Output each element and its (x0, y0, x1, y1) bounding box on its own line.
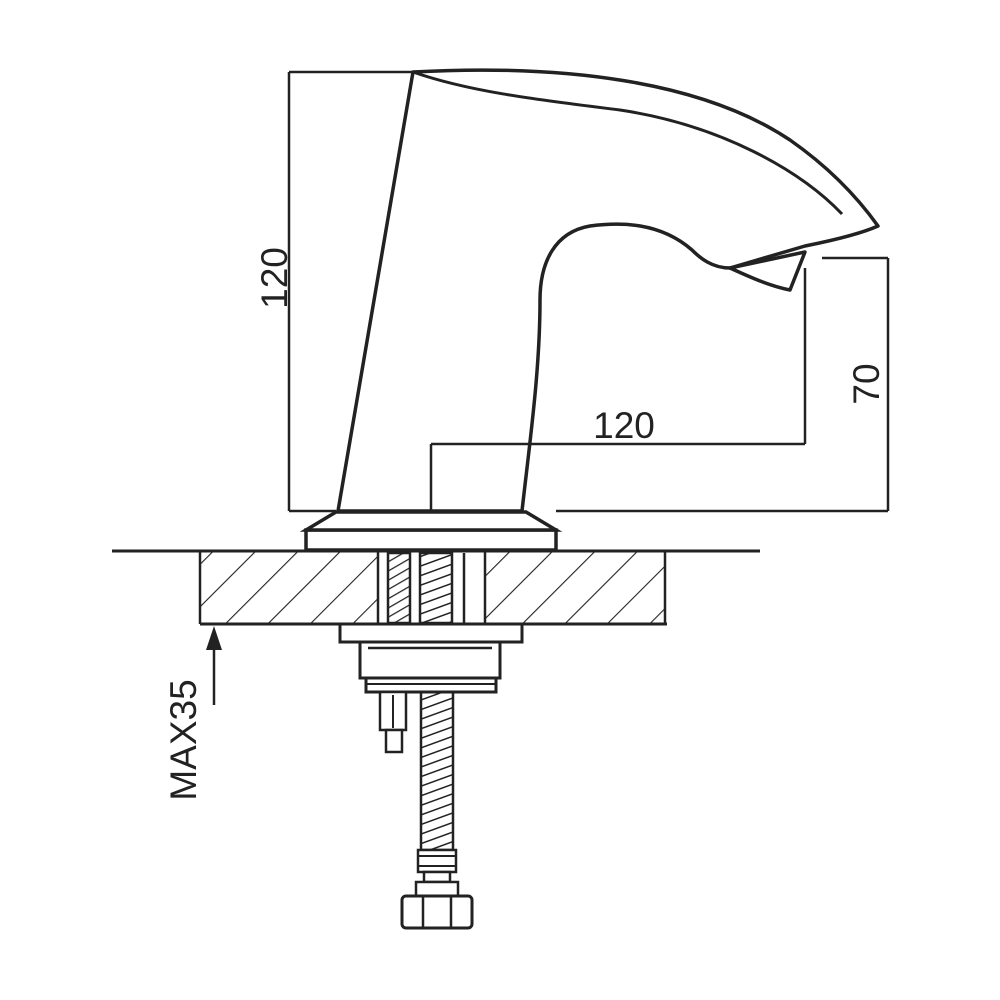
countertop-section (112, 549, 760, 626)
deck-hatch-left (200, 552, 378, 624)
dimension-outlet-height: 70 (556, 256, 890, 513)
total-height-label: 120 (254, 247, 295, 309)
mounting-assembly (338, 551, 524, 930)
supply-hose (419, 690, 455, 852)
dimension-total-height: 120 (254, 70, 412, 513)
supply-hose-upper (418, 551, 454, 625)
hex-connector-nut (400, 880, 474, 930)
arrow-up-icon (206, 626, 222, 650)
hose-crimp (416, 848, 458, 874)
threaded-shank (386, 551, 412, 625)
aerator-outlet (728, 250, 807, 292)
spout-body-outline (336, 68, 880, 513)
fixing-washer (338, 622, 524, 644)
faucet-body (299, 68, 880, 552)
dimension-spout-reach: 120 (429, 268, 807, 511)
body-face-line (412, 70, 844, 216)
base-collar (299, 510, 563, 532)
dimension-max-deck-thickness: MAX35 (163, 626, 222, 801)
base-plate (304, 528, 558, 552)
outlet-height-label: 70 (846, 363, 887, 404)
max-deck-thickness-label: MAX35 (163, 679, 204, 800)
deck-hatch-right (485, 552, 665, 624)
spout-reach-label: 120 (593, 405, 655, 446)
